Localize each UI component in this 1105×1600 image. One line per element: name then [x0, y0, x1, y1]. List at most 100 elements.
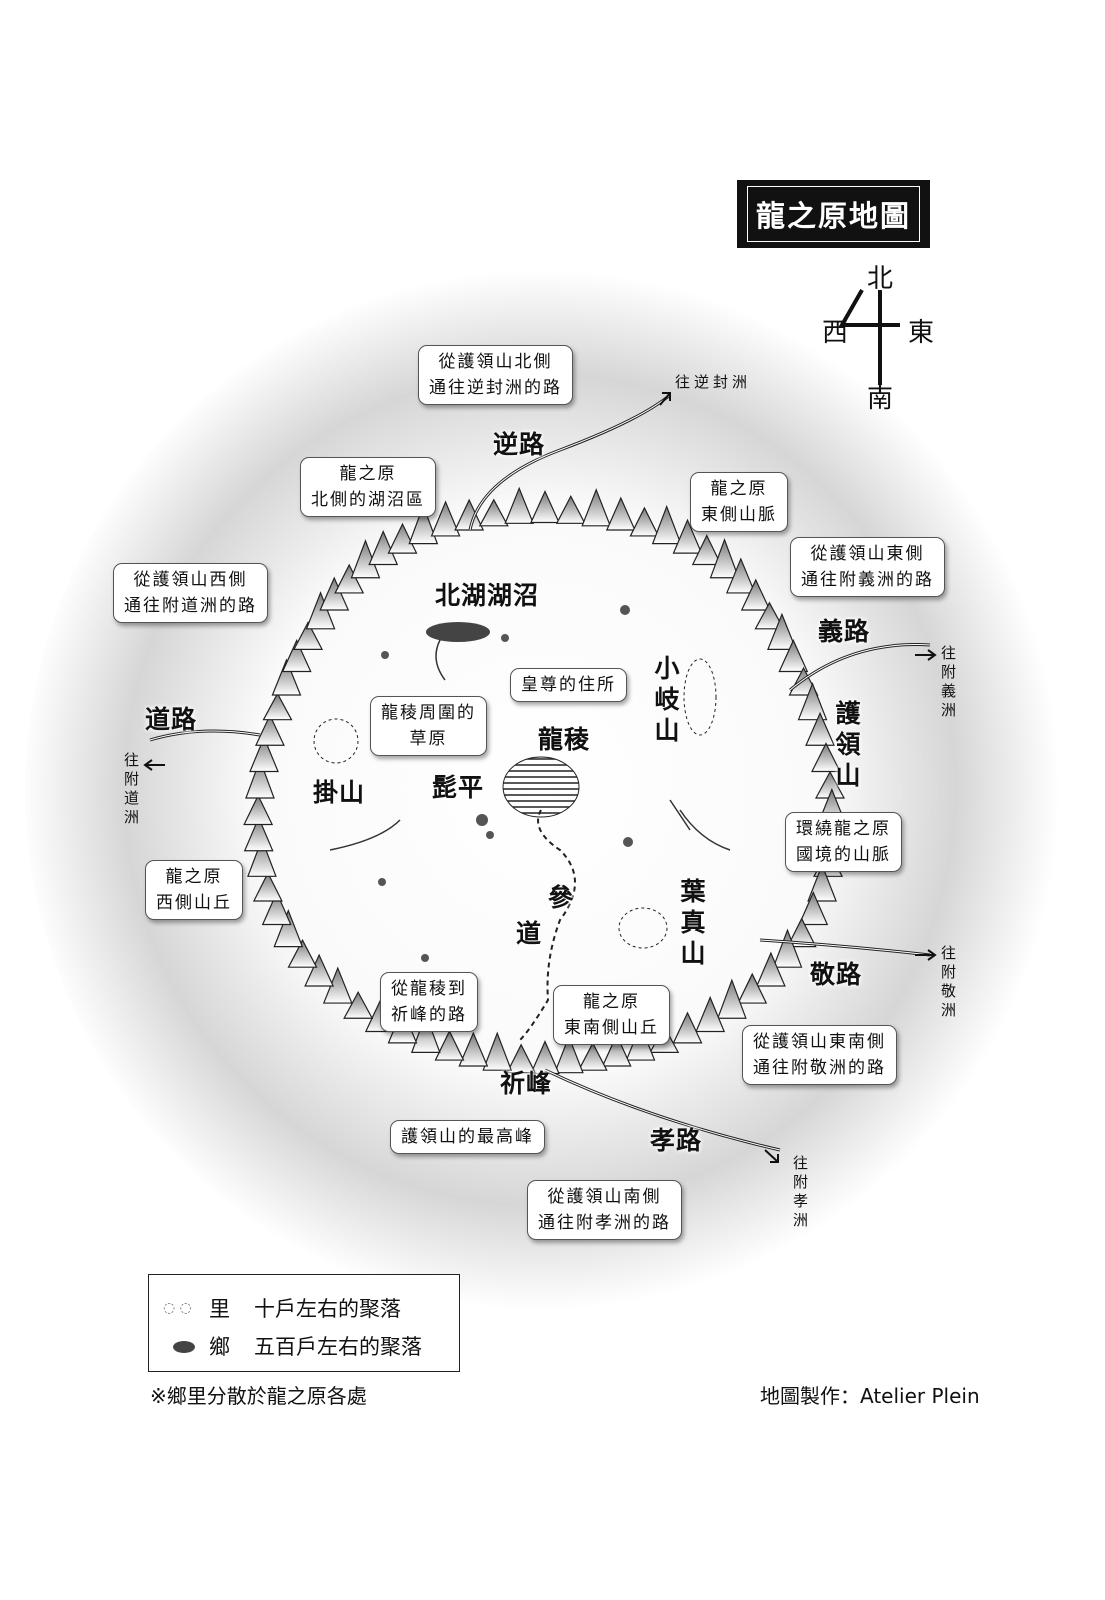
callout-south-road-note: 從護領山南側通往附孝洲的路: [527, 1180, 682, 1240]
mountain-peak: [530, 1040, 560, 1075]
place-daolu: 道路: [145, 705, 198, 734]
mountain-peak: [581, 488, 612, 527]
legend-item-village: ◌ ◌ 里 十戶左右的聚落: [163, 1293, 401, 1323]
callout-line: 通往附孝洲的路: [538, 1213, 671, 1233]
callout-north-lake-note: 龍之原北側的湖沼區: [300, 457, 436, 517]
callout-line: 國境的山脈: [796, 845, 891, 865]
callout-pilgrim-road-note: 從龍稜到祈峰的路: [380, 972, 478, 1032]
mountain-ring: [243, 486, 847, 1075]
mountain-peak: [555, 495, 586, 524]
callout-line: 祈峰的路: [391, 1005, 467, 1025]
callout-line: 東南側山丘: [564, 1018, 659, 1038]
callout-line: 龍之原: [165, 867, 223, 887]
callout-west-hills-note: 龍之原西側山丘: [145, 860, 243, 920]
legend-symbol: 里: [209, 1297, 230, 1321]
mountain-peak: [245, 758, 275, 799]
mountain-peak: [252, 871, 283, 902]
dest-fuyi: 往附義洲: [939, 645, 957, 721]
mountain-peak: [271, 658, 302, 696]
mountain-peak: [754, 601, 785, 630]
callout-line: 通往逆封洲的路: [429, 378, 562, 398]
mountain-peak: [725, 557, 756, 594]
dest-fuxiao: 往附孝洲: [791, 1155, 809, 1231]
callout-line: 從護領山東南側: [753, 1032, 886, 1052]
mountain-peak: [458, 1031, 489, 1067]
mountain-peak: [737, 972, 768, 1004]
mountain-peak: [408, 503, 439, 545]
mountain-peak: [247, 837, 277, 877]
mountain-peak: [249, 735, 279, 773]
callout-emperor-residence-note: 皇尊的住所: [510, 668, 627, 702]
mountain-peak: [807, 863, 837, 902]
callout-line: 北側的湖沼區: [311, 490, 425, 510]
map-title: 龍之原地圖: [737, 180, 930, 248]
legend-desc: 五百戶左右的聚落: [254, 1335, 422, 1359]
callout-southeast-hills-note: 龍之原東南側山丘: [553, 985, 670, 1045]
dest-fujing: 往附敬洲: [939, 945, 957, 1021]
callout-line: 環繞龍之原: [796, 819, 891, 839]
mountain-peak: [504, 486, 535, 524]
mountain-peak: [767, 612, 797, 650]
place-xiaolu: 孝路: [650, 1126, 703, 1155]
mountain-peak: [805, 711, 835, 746]
callout-line: 從龍稜到: [391, 979, 467, 999]
pilgrim-path: [519, 809, 576, 1041]
callout-line: 東側山脈: [701, 505, 777, 525]
callout-line: 從護領山西側: [133, 570, 248, 590]
callout-line: 龍之原: [710, 479, 768, 499]
compass-west: 西: [822, 318, 849, 348]
place-sando-2: 道: [516, 919, 543, 948]
callout-east-mountains-note: 龍之原東側山脈: [690, 472, 788, 532]
callout-line: 從護領山東側: [810, 544, 925, 564]
mountain-peak: [293, 621, 324, 650]
mountain-peak: [740, 578, 771, 611]
mountain-peak: [811, 742, 841, 773]
mountain-peak: [530, 490, 560, 524]
compass-north: 北: [867, 264, 894, 294]
credit: 地圖製作：Atelier Plein: [760, 1384, 980, 1408]
mountain-peak: [651, 504, 682, 545]
mountain-peak: [281, 639, 312, 673]
place-kiho: 祈峰: [500, 1069, 553, 1098]
mountain-peak: [506, 1043, 537, 1074]
large-settlement-icon: [163, 1334, 199, 1358]
callout-line: 龍稜周圍的: [381, 703, 476, 723]
mountain-peak: [605, 496, 636, 531]
mountain-peak: [691, 534, 722, 566]
ryuryo-area: [502, 756, 580, 818]
mountain-peak: [755, 951, 786, 987]
callout-line: 護領山的最高峰: [401, 1127, 534, 1147]
callout-southeast-road-note: 從護領山東南側通往附敬洲的路: [742, 1025, 897, 1085]
mountain-peak: [629, 506, 660, 537]
place-ryuryo: 龍稜: [538, 725, 591, 754]
mountain-peak: [716, 978, 747, 1019]
place-sando-1: 參: [548, 883, 575, 912]
mountain-peak: [695, 995, 726, 1033]
legend-symbol: 鄉: [209, 1335, 230, 1359]
mountain-peak: [430, 500, 461, 537]
dest-fudao: 往附道洲: [122, 752, 140, 828]
mountain-peak: [273, 908, 304, 948]
mountain-peak: [672, 1011, 703, 1044]
mountain-peak: [798, 891, 829, 926]
place-goryozan: 護領山: [832, 700, 861, 793]
callout-line: 從護領山南側: [547, 1187, 662, 1207]
place-jinglu: 敬路: [810, 960, 863, 989]
compass-south: 南: [867, 384, 894, 414]
mountain-peak: [305, 591, 336, 630]
callout-west-road-note: 從護領山西側通往附道洲的路: [113, 563, 268, 623]
legend: ◌ ◌ 里 十戶左右的聚落 鄉 五百戶左右的聚落: [148, 1274, 460, 1372]
mountain-peak: [778, 639, 809, 673]
place-hamayama: 葉真山: [677, 878, 706, 971]
place-nilu: 逆路: [493, 430, 546, 459]
callout-grassland-note: 龍稜周圍的草原: [370, 696, 487, 756]
place-north-lake: 北湖湖沼: [435, 581, 540, 610]
mountain-peak: [334, 563, 365, 594]
callout-line: 通往附義洲的路: [801, 570, 934, 590]
place-yilu: 義路: [818, 617, 871, 646]
callout-line: 西側山丘: [156, 893, 232, 913]
mountain-peak: [387, 522, 418, 554]
small-settlement-icon: ◌ ◌: [163, 1300, 192, 1316]
callout-highest-peak-note: 護領山的最高峰: [390, 1120, 545, 1154]
mountain-peak: [255, 713, 285, 746]
